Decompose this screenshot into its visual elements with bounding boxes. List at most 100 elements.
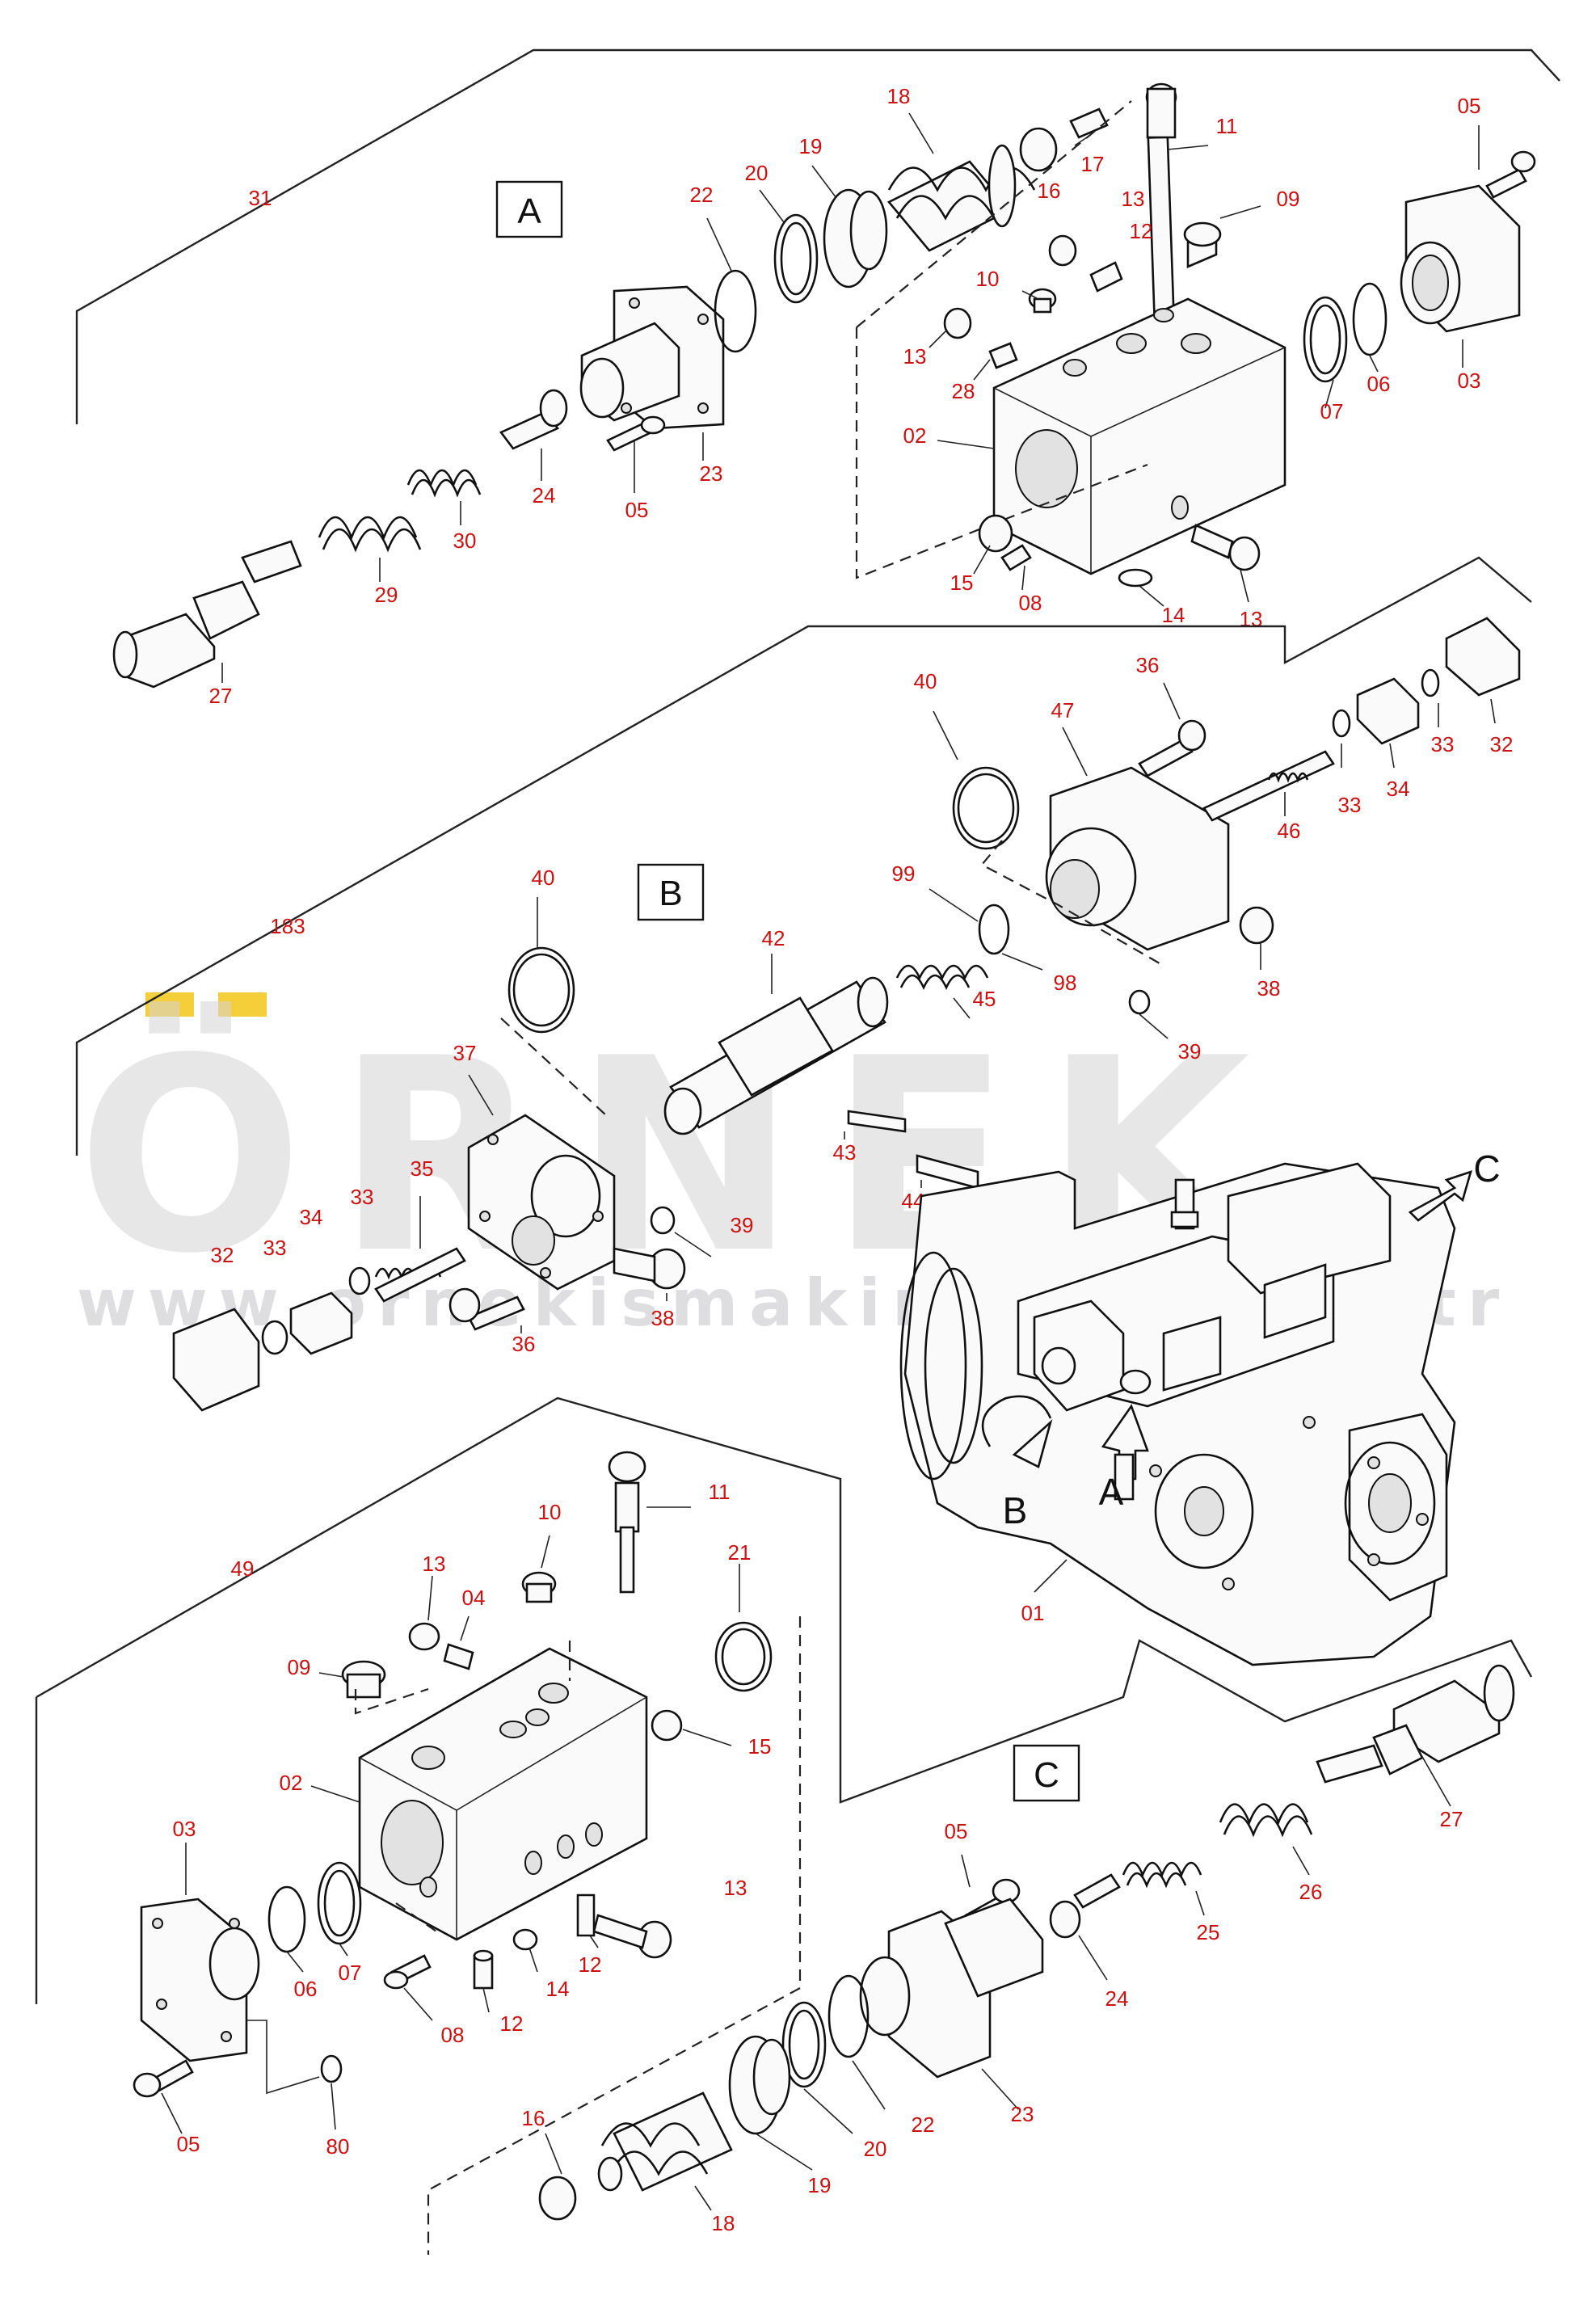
callout-c-16: 16 xyxy=(522,2106,545,2130)
section-c-label: C xyxy=(1034,1755,1059,1795)
watermark-accent-left xyxy=(145,992,194,1017)
screw-17 xyxy=(1069,107,1109,139)
callout-c-23: 23 xyxy=(1011,2102,1034,2126)
callout-c-04: 04 xyxy=(462,1586,486,1610)
nut-34-b xyxy=(289,1291,353,1355)
oring-14-c xyxy=(512,1928,538,1951)
callout-c-11: 11 xyxy=(709,1480,731,1504)
screw-05-c xyxy=(133,2059,194,2098)
plug-10-c xyxy=(521,1571,557,1603)
plug-13-a xyxy=(943,234,1077,339)
cap-nut-32-b2 xyxy=(1445,617,1521,697)
plug-16 xyxy=(1019,127,1058,172)
callout-a-15: 15 xyxy=(950,571,974,595)
sleeve-19 xyxy=(823,188,888,289)
callout-c-12b: 12 xyxy=(500,2011,524,2036)
callout-a-03: 03 xyxy=(1458,369,1481,393)
callout-a-29: 29 xyxy=(375,583,398,607)
spring-45 xyxy=(895,964,989,991)
callout-b-38b: 38 xyxy=(651,1306,675,1330)
plug-13-c xyxy=(408,1622,440,1651)
oring-39-b2 xyxy=(1128,989,1151,1015)
spool-18-c xyxy=(597,2091,733,2192)
callout-a-11: 11 xyxy=(1216,114,1238,138)
callout-c-05: 05 xyxy=(945,1819,968,1843)
nut-34-b2 xyxy=(1356,677,1420,745)
seal-22-c xyxy=(827,1974,870,2058)
screw-12-c xyxy=(576,1893,596,1937)
seal-07-a-inner xyxy=(1309,304,1341,375)
callout-c-12: 12 xyxy=(579,1952,602,1977)
callout-a-07: 07 xyxy=(1320,399,1344,423)
section-a-frame xyxy=(75,48,1560,424)
seal-20-c xyxy=(781,2001,827,2088)
callout-c-18: 18 xyxy=(712,2211,735,2235)
pin-12-c2 xyxy=(473,1949,494,1990)
callout-b-36b: 36 xyxy=(512,1332,536,1356)
callout-b-47: 47 xyxy=(1051,698,1075,722)
screw-04 xyxy=(443,1643,474,1670)
section-c: C 49 xyxy=(35,1396,1533,2255)
spring-26 xyxy=(1219,1803,1313,1838)
section-b-label-box xyxy=(637,863,705,921)
washer-33-b4 xyxy=(1421,668,1440,697)
section-c-leaders xyxy=(161,1506,1451,2211)
section-b-dashed xyxy=(980,840,1164,967)
oring-14-a xyxy=(1118,568,1153,588)
callout-b-39b: 39 xyxy=(731,1213,754,1237)
flange-23 xyxy=(579,285,725,430)
spring-25 xyxy=(1122,1861,1202,1889)
section-a-group-number: 31 xyxy=(249,186,272,210)
callout-b-39: 39 xyxy=(1178,1039,1202,1064)
poppet-24-c xyxy=(1049,1873,1121,1939)
plug-38-b2 xyxy=(1239,906,1274,945)
callout-c-14: 14 xyxy=(546,1977,570,2001)
callout-a-24: 24 xyxy=(533,483,556,508)
section-a-label: A xyxy=(517,192,541,231)
screw-36-b xyxy=(448,1287,525,1331)
screw-08-c xyxy=(383,1954,432,1990)
spring-30 xyxy=(406,469,482,498)
callout-a-23: 23 xyxy=(700,461,723,486)
callout-a-28: 28 xyxy=(952,379,975,403)
screw-05-a2 xyxy=(1485,150,1536,199)
callout-a-27: 27 xyxy=(209,684,233,708)
callout-a-13b: 13 xyxy=(903,344,927,369)
section-b-frame xyxy=(75,556,1532,1156)
screw-36-b2 xyxy=(1138,719,1206,777)
bolt-11-a xyxy=(1145,82,1177,333)
callout-c-05b: 05 xyxy=(177,2132,200,2156)
flange-37 xyxy=(467,1114,616,1291)
seal-07-a xyxy=(1303,296,1348,383)
oring-39-b xyxy=(650,1206,676,1235)
valve-block-02-c xyxy=(358,1647,648,1941)
callout-b-42: 42 xyxy=(762,926,785,950)
callout-c-21: 21 xyxy=(728,1540,752,1565)
pin-43 xyxy=(847,1110,907,1133)
section-a-label-box xyxy=(495,180,563,238)
section-a-callouts: 18 05 11 16 17 22 20 19 13 12 09 10 13 2… xyxy=(209,84,1481,708)
callout-b-43: 43 xyxy=(833,1140,857,1165)
oring-21 xyxy=(714,1621,773,1692)
washer-33-b3 xyxy=(1332,709,1351,738)
section-b-callouts: 40 36 47 33 34 33 32 40 46 99 42 98 45 3… xyxy=(211,653,1514,1356)
valve-block-02-a xyxy=(992,297,1286,575)
seal-20 xyxy=(773,213,819,304)
callout-b-45: 45 xyxy=(973,987,996,1011)
section-b-label: B xyxy=(659,874,682,913)
callout-b-33: 33 xyxy=(1338,793,1362,817)
callout-pump-01: 01 xyxy=(1021,1601,1045,1625)
washer-33-b xyxy=(261,1320,288,1355)
callout-b-38: 38 xyxy=(1257,976,1281,1000)
section-c-group-number: 49 xyxy=(231,1556,255,1581)
callout-b-33b: 33 xyxy=(1431,732,1455,756)
callout-a-06: 06 xyxy=(1367,372,1391,396)
screw-08-a xyxy=(1000,544,1032,571)
callout-c-03: 03 xyxy=(173,1817,196,1841)
callout-a-13: 13 xyxy=(1122,187,1145,211)
section-a-leaders xyxy=(221,112,1480,683)
pump-view-label-a: A xyxy=(1099,1471,1124,1513)
callout-a-14: 14 xyxy=(1162,603,1185,627)
cap-nut-32-b xyxy=(172,1308,260,1412)
section-c-callouts: 11 10 21 13 04 09 15 02 13 03 12 06 07 1… xyxy=(173,1480,1463,2235)
